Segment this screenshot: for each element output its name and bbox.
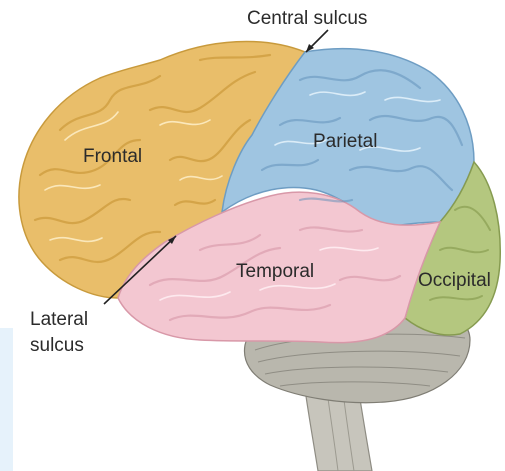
temporal-label: Temporal xyxy=(236,261,314,283)
parietal-label: Parietal xyxy=(313,131,377,153)
lateral-sulcus-label-line2: sulcus xyxy=(30,333,88,359)
lateral-sulcus-label-line1: Lateral xyxy=(30,307,88,333)
lateral-sulcus-label: Lateral sulcus xyxy=(30,307,88,359)
central-sulcus-label: Central sulcus xyxy=(247,8,367,30)
occipital-label: Occipital xyxy=(418,270,491,292)
frontal-label: Frontal xyxy=(83,146,142,168)
